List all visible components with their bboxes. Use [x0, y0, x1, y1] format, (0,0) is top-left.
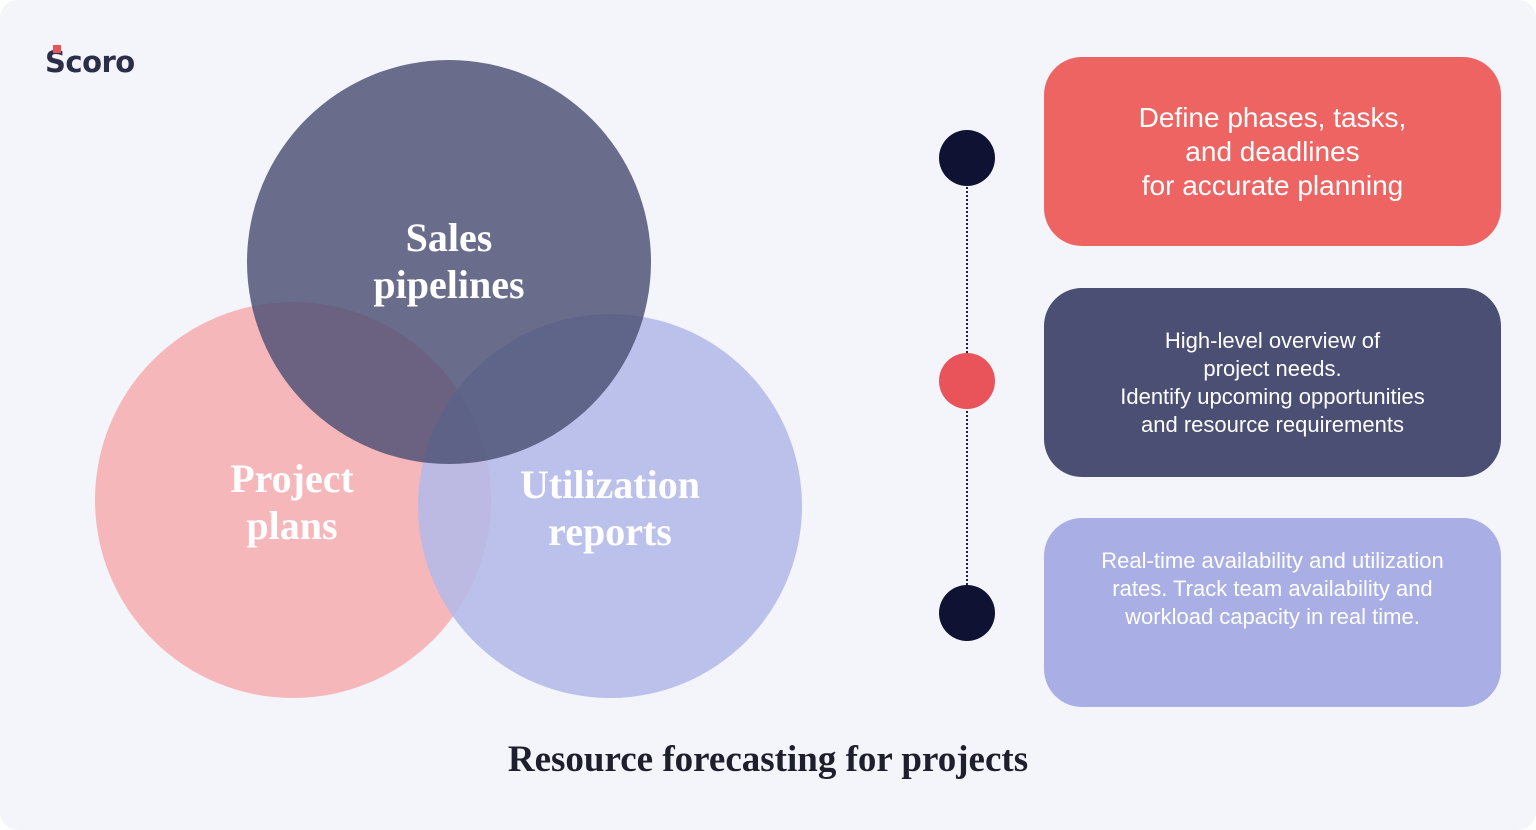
timeline-dot-2 [939, 353, 995, 409]
card-planning-text: Define phases, tasks, and deadlines for … [1138, 101, 1407, 201]
label-project-plans: Project plans [230, 456, 354, 548]
circle-sales-pipelines [247, 60, 651, 464]
card-planning: Define phases, tasks, and deadlines for … [1044, 57, 1501, 246]
card-sales-overview: High-level overview of project needs. Id… [1044, 288, 1501, 477]
logo-accent-mark [53, 45, 61, 53]
timeline-dot-1 [939, 130, 995, 186]
scoro-logo: Scoro [45, 44, 135, 80]
card-sales-overview-text: High-level overview of project needs. Id… [1120, 327, 1425, 437]
venn-diagram [95, 60, 802, 698]
timeline-dot-3 [939, 585, 995, 641]
page-title: Resource forecasting for projects [507, 739, 1029, 780]
card-utilization-text: Real-time availability and utilization r… [1101, 547, 1444, 629]
label-utilization-reports: Utilization reports [520, 462, 700, 554]
card-utilization: Real-time availability and utilization r… [1044, 518, 1501, 707]
label-sales-pipelines: Sales pipelines [373, 215, 525, 307]
